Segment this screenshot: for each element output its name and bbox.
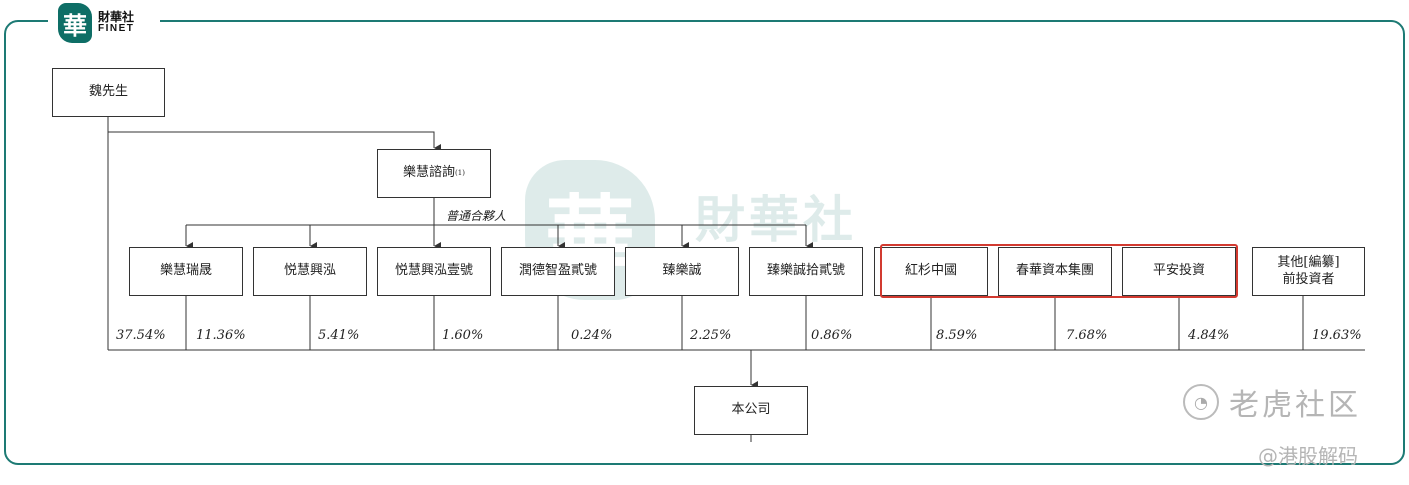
entity-box: 平安投資 <box>1122 247 1236 296</box>
pct-label: 5.41% <box>318 328 360 343</box>
gp-label: 普通合夥人 <box>446 209 507 223</box>
pct-label: 2.25% <box>690 328 732 343</box>
node-company: 本公司 <box>694 386 808 435</box>
line-wei-to-lehui <box>108 131 441 152</box>
finet-logo-icon: 華 <box>58 3 92 43</box>
pct-label: 0.86% <box>811 328 853 343</box>
entity-box: 悦慧興泓壹號 <box>377 247 491 296</box>
tiger-community-name: 老虎社区 <box>1229 388 1361 423</box>
entity-box: 潤德智盈貳號 <box>501 247 615 296</box>
pct-label: 19.63% <box>1312 328 1362 343</box>
pct-label: 4.84% <box>1188 328 1230 343</box>
logo-name-en: FINET <box>98 23 135 35</box>
highlight-box <box>880 244 1238 298</box>
pct-label: 8.59% <box>936 328 978 343</box>
logo-name-cn: 財華社 <box>98 10 135 25</box>
finet-logo: 華 財華社 FINET <box>48 0 160 46</box>
pct-label: 37.54% <box>116 328 166 343</box>
footnote-marker: (1) <box>455 169 465 178</box>
pct-label: 11.36% <box>196 328 246 343</box>
entity-box: 悦慧興泓 <box>253 247 367 296</box>
entity-box: 其他[編纂] 前投資者 <box>1252 247 1365 296</box>
entity-box: 臻樂誠 <box>625 247 739 296</box>
tiger-community-watermark: ◔ 老虎社区 <box>1183 380 1361 424</box>
diagram-frame <box>4 20 1405 465</box>
tiger-logo-icon: ◔ <box>1183 384 1219 420</box>
node-lehui-consulting: 樂慧諮詢(1) <box>377 149 491 198</box>
entity-box: 樂慧瑞晟 <box>129 247 243 296</box>
node-mr-wei: 魏先生 <box>52 68 165 117</box>
entity-box: 春華資本集團 <box>998 247 1112 296</box>
pct-label: 1.60% <box>442 328 484 343</box>
entity-box: 臻樂誠拾貳號 <box>749 247 863 296</box>
pct-label: 0.24% <box>571 328 613 343</box>
pct-label: 7.68% <box>1066 328 1108 343</box>
entity-box: 紅杉中國 <box>874 247 988 296</box>
author-handle: @港股解码 <box>1258 444 1358 468</box>
